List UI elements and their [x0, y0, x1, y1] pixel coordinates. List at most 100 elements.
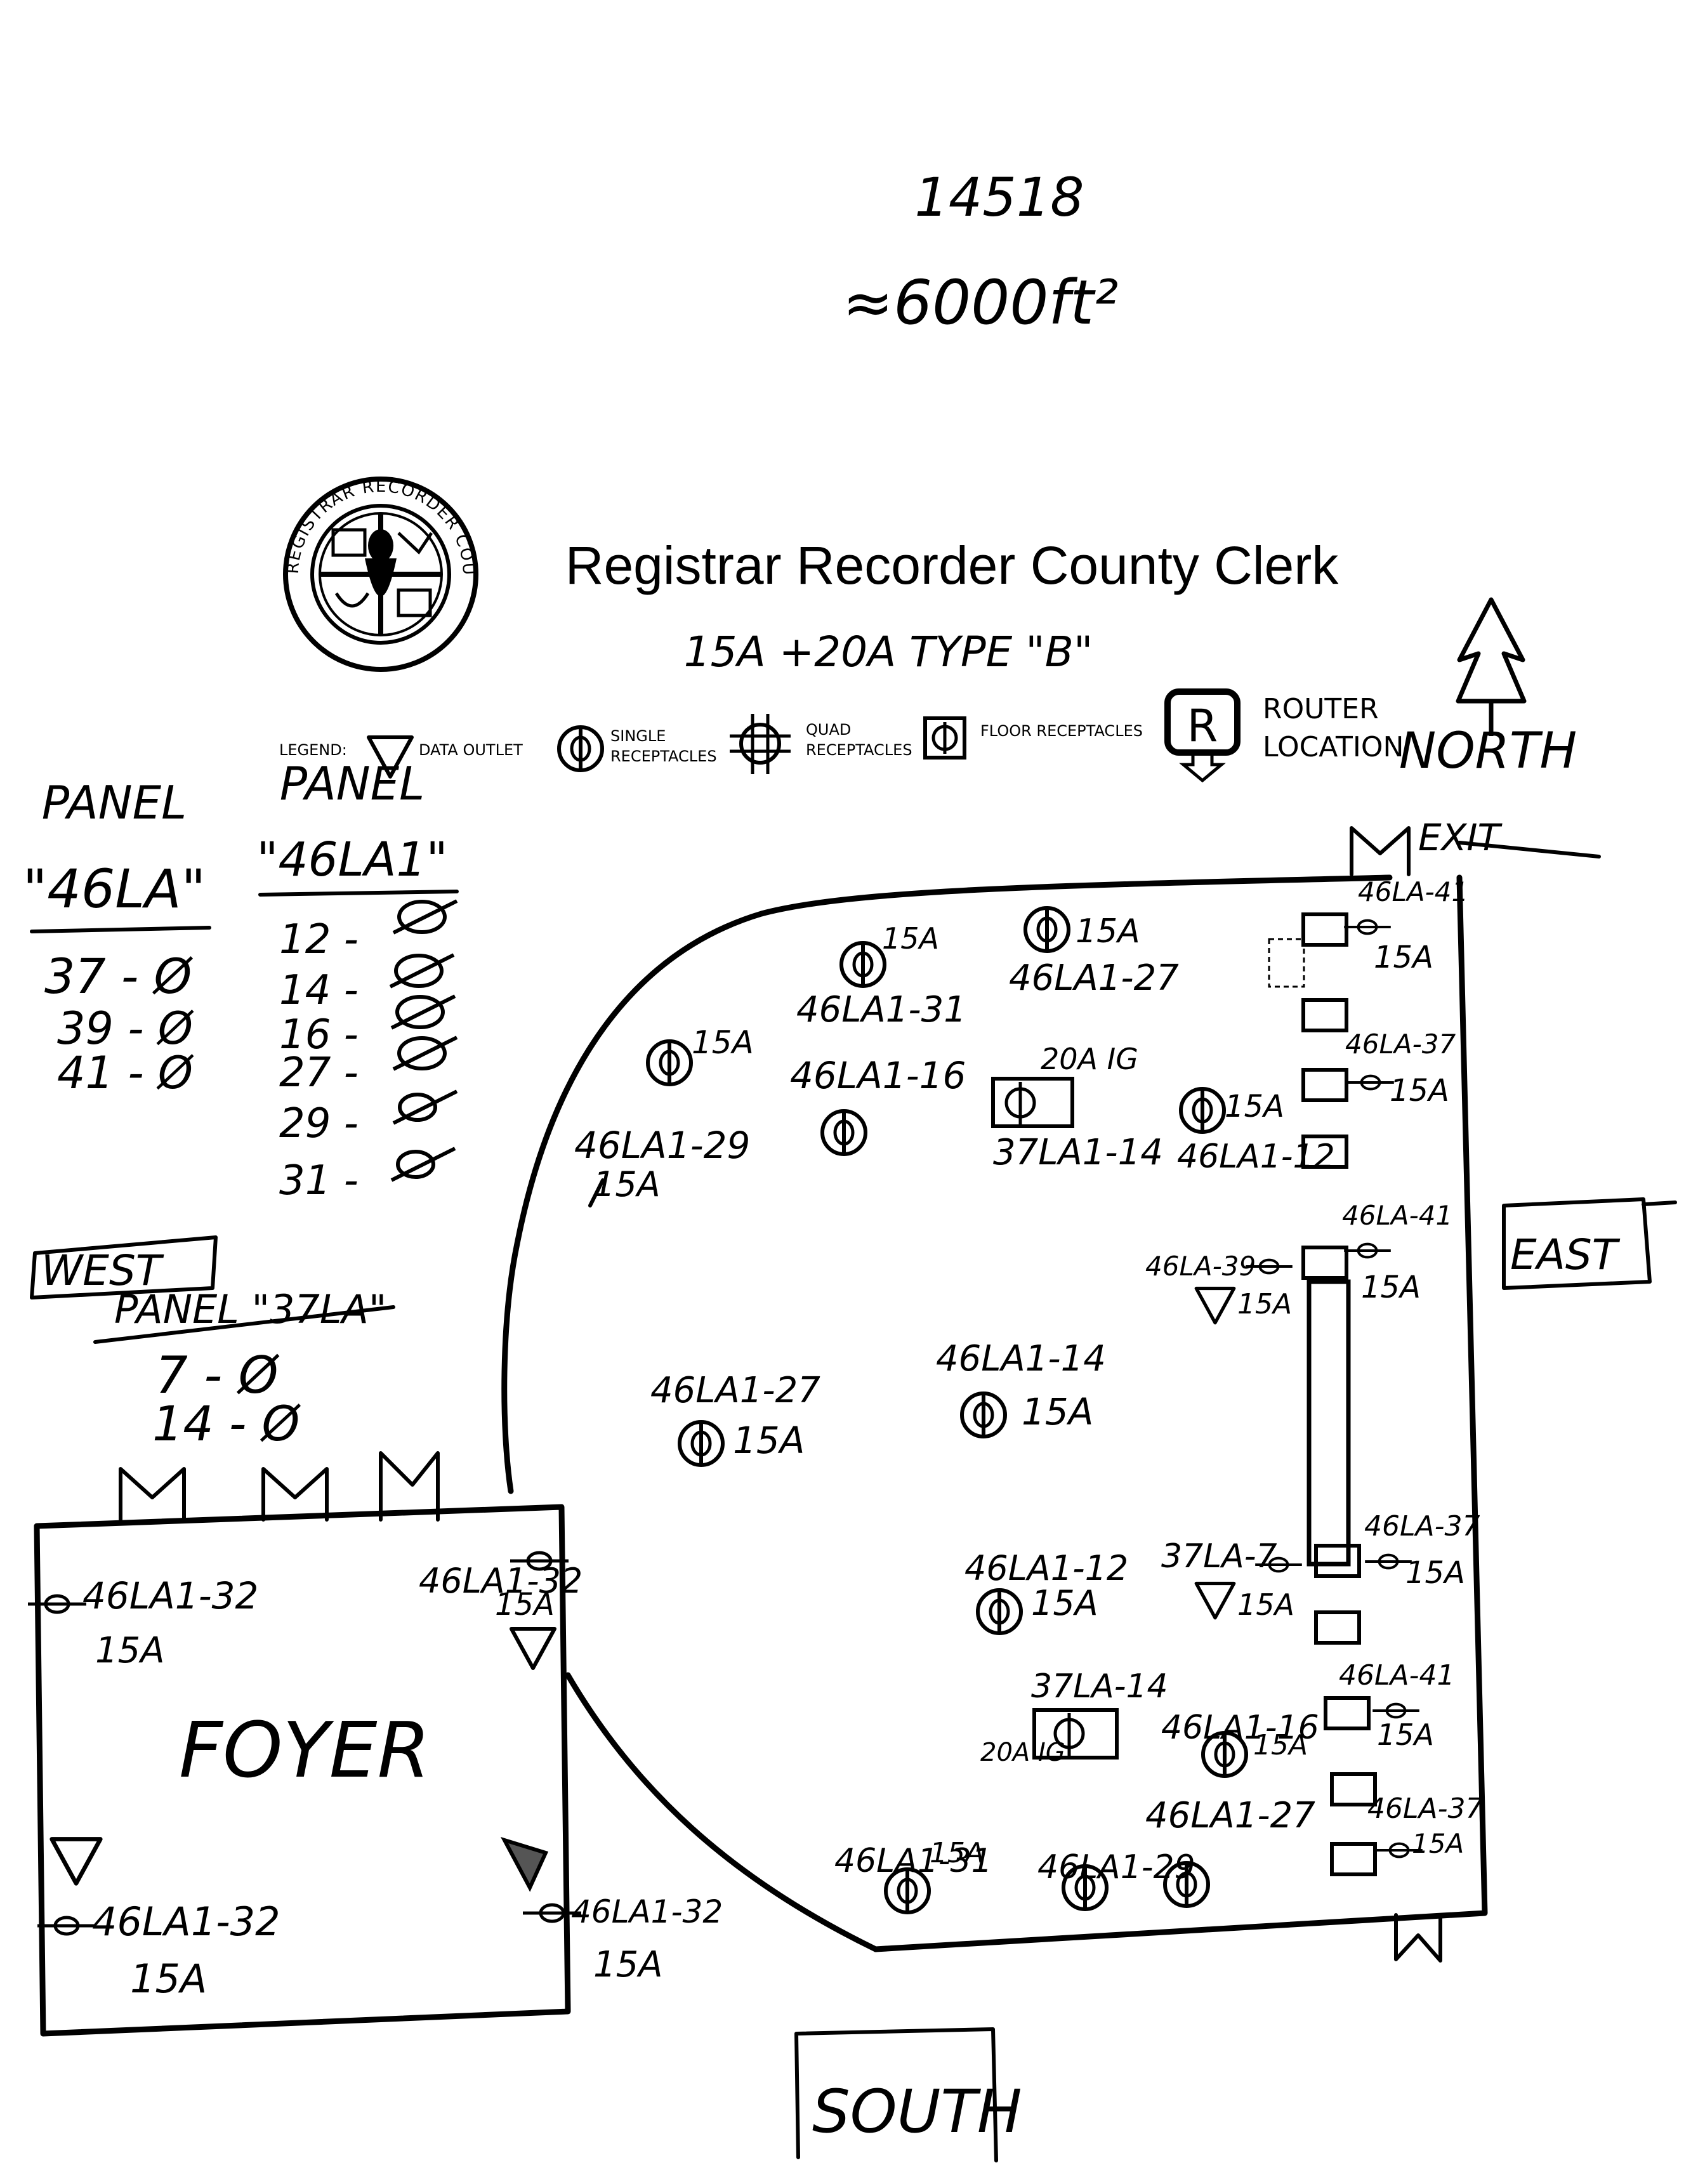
foyer-label: 15A	[95, 1630, 165, 1671]
plan-label: 15A	[1237, 1288, 1292, 1320]
single-receptacle-icon	[1181, 1089, 1224, 1132]
duplex-receptacle-icon	[37, 1918, 96, 1934]
foyer-title: FOYER	[179, 1707, 430, 1795]
duplex-receptacle-icon	[1343, 1242, 1392, 1259]
data-outlet-icon	[52, 1839, 101, 1884]
legend-single-2: RECEPTACLES	[610, 747, 717, 765]
wall-scribble	[588, 1178, 605, 1207]
panel-46la1-row: 16 -	[279, 1011, 359, 1058]
panel-37la-underline	[93, 1305, 395, 1344]
plan-label: 15A	[1022, 1390, 1093, 1433]
floor-box-icon	[1332, 1844, 1375, 1874]
foyer-label: 15A	[495, 1587, 555, 1622]
single-receptacle-icon	[978, 1590, 1021, 1633]
router-glyph: R	[1187, 700, 1218, 752]
plan-label: 46LA-41	[1342, 1200, 1452, 1231]
quad-receptacle-icon	[730, 714, 791, 774]
plan-label: 15A	[1405, 1555, 1465, 1591]
router-location-icon: R	[1164, 688, 1241, 783]
seal-ring-text: REGISTRAR RECORDER COUNTY CLERK	[0, 0, 477, 577]
floor-box-icon	[1303, 1000, 1346, 1030]
duplex-receptacle-icon	[1371, 1702, 1421, 1719]
plan-label: 46LA1-12	[964, 1548, 1128, 1588]
main-room-devices: 15A 46LA1-31 15A 46LA1-27 15A 46LA1-16 4…	[574, 876, 1483, 1912]
west-box	[30, 1235, 218, 1299]
plan-label: 37LA1-14	[993, 1132, 1163, 1173]
legend-single-1: SINGLE	[610, 727, 666, 745]
plan-label: 46LA1-29	[574, 1124, 750, 1167]
plan-label: 15A	[1374, 940, 1433, 975]
dashed-box	[1268, 938, 1305, 988]
floor-receptacle-icon	[991, 1077, 1074, 1128]
cable-tray	[1306, 1279, 1351, 1567]
crossed-duplex-icons	[389, 899, 458, 1182]
plan-label: 15A	[1412, 1828, 1464, 1859]
plan-label: 15A	[1225, 1089, 1284, 1124]
floor-receptacle-icon	[1032, 1708, 1119, 1760]
north-label: NORTH	[1399, 723, 1577, 780]
plan-label: 15A	[1390, 1073, 1449, 1108]
exit-door-icon	[1350, 826, 1411, 876]
plan-label: 46LA1-31	[796, 989, 966, 1030]
data-outlet-icon	[500, 1836, 549, 1892]
foyer-door-icon	[261, 1467, 329, 1522]
foyer-room: FOYER 46LA1-32 15A 46LA1-32 15A 46LA1-32…	[28, 1451, 723, 2037]
plan-label: 15A	[1237, 1588, 1294, 1622]
panel-46la1-schedule: PANEL "46LA1" 12 - 14 - 16 - 27 - 29 - 3…	[256, 757, 459, 1204]
plan-label: 46LA1-12	[1177, 1138, 1335, 1176]
foyer-door-icon	[379, 1451, 440, 1522]
legend-router-2: LOCATION	[1263, 731, 1404, 763]
floor-box-icon	[1316, 1612, 1359, 1643]
legend-quad-2: RECEPTACLES	[806, 741, 912, 759]
foyer-label: 46LA1-32	[571, 1893, 723, 1930]
plan-label: 46LA-37	[1367, 1793, 1483, 1825]
single-receptacle-icon	[559, 727, 602, 770]
plan-label: 46LA1-16	[790, 1054, 966, 1097]
plan-label: 46LA-39	[1145, 1251, 1256, 1282]
north-arrow-icon	[1456, 597, 1527, 736]
organization-title: Registrar Recorder County Clerk	[565, 536, 1339, 595]
north-west-wall	[501, 874, 1393, 1494]
legend-quad-1: QUAD	[806, 721, 851, 739]
plan-label: 46LA-37	[1345, 1029, 1456, 1060]
single-receptacle-icon	[1063, 1866, 1107, 1909]
plan-label: 15A	[1031, 1583, 1098, 1623]
panel-46la-title-1: PANEL	[42, 776, 187, 829]
plan-label: 15A	[733, 1419, 805, 1462]
south-box	[794, 2027, 998, 2162]
panel-46la-title-2: "46LA"	[23, 858, 206, 920]
plan-label: 15A	[1377, 1718, 1434, 1752]
foyer-label: 46LA1-32	[92, 1898, 280, 1945]
plan-label: 46LA-41	[1358, 876, 1468, 907]
panel-37la-row: 7 - Ø	[155, 1346, 280, 1405]
svg-text:REGISTRAR RECORDER COUNTY CLER: REGISTRAR RECORDER COUNTY CLERK	[0, 0, 478, 577]
legend-data-outlet: DATA OUTLET	[419, 741, 523, 759]
plan-label: 15A	[692, 1024, 754, 1061]
west-label: WEST	[41, 1246, 164, 1295]
plan-label: 46LA1-27	[1009, 957, 1179, 999]
floor-box-icon	[1303, 1247, 1346, 1278]
single-receptacle-icon	[1025, 908, 1069, 951]
single-receptacle-icon	[841, 943, 885, 986]
area-note: ≈6000ft²	[843, 267, 1119, 338]
panel-46la-row: 39 - Ø	[57, 1003, 194, 1055]
panel-37la-schedule: WEST PANEL "37LA" 7 - Ø 14 - Ø	[30, 1235, 395, 1452]
exit-line	[1458, 841, 1601, 858]
plan-label: 37LA-14	[1031, 1668, 1168, 1706]
panel-46la1-row: 14 -	[279, 967, 359, 1014]
legend-router-1: ROUTER	[1263, 693, 1379, 725]
single-receptacle-icon	[1203, 1733, 1246, 1776]
foyer-label: 15A	[593, 1944, 663, 1985]
plan-label: 15A	[882, 921, 939, 956]
plan-label: 15A	[930, 1837, 984, 1869]
south-label: SOUTH	[812, 2077, 1022, 2147]
duplex-receptacle-icon	[1364, 1553, 1413, 1570]
east-south-wall	[872, 874, 1488, 1952]
foyer-label: 15A	[130, 1956, 207, 2002]
south-exit-door-icon	[1394, 1913, 1442, 1963]
main-room-outline	[501, 841, 1601, 1952]
panel-46la1-title-1: PANEL	[280, 757, 425, 810]
panel-46la1-row: 27 -	[279, 1049, 359, 1096]
plan-label: 46LA1-14	[936, 1338, 1106, 1379]
floor-box-icon	[1316, 1546, 1359, 1576]
